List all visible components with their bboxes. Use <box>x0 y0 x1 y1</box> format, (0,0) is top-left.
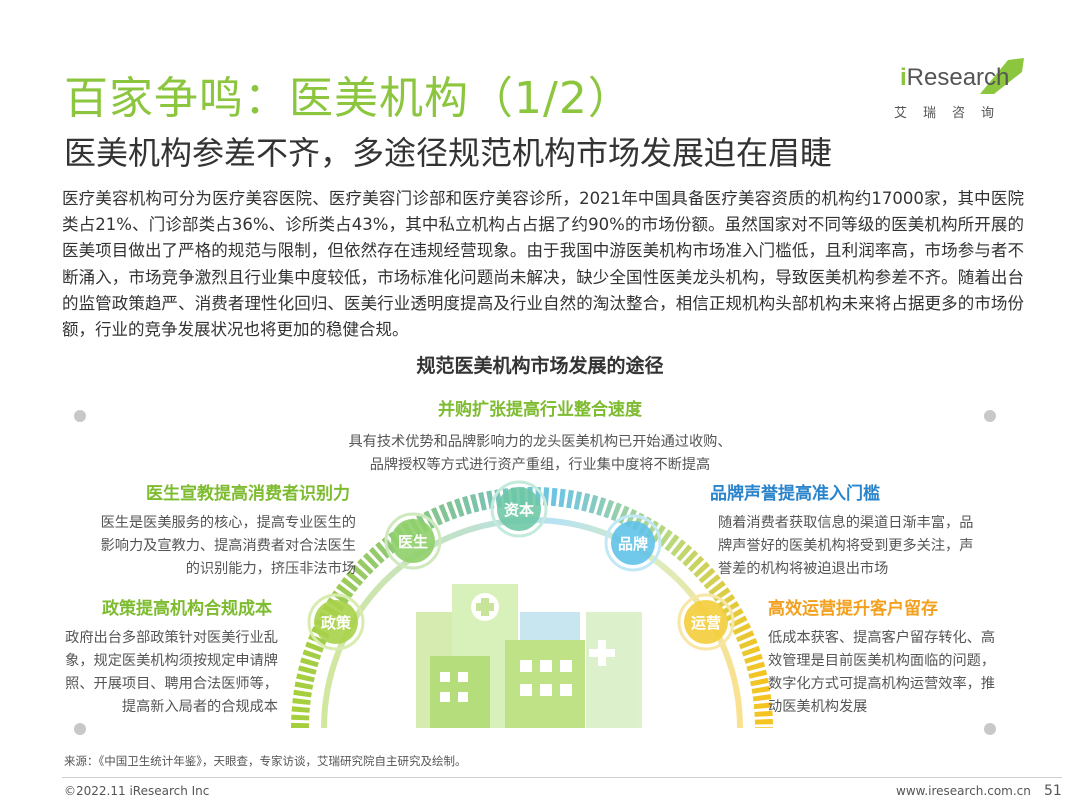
capital-node-label: 资本 <box>503 501 534 519</box>
brand-block-desc-line1: 随着消费者获取信息的渠道日渐丰富，品 <box>718 515 974 531</box>
logo-brand: iResearch <box>900 64 1009 92</box>
doctor-block-desc-line2: 影响力及宣教力、提高消费者对合法医生 <box>100 538 356 554</box>
logo-brand-i: i <box>900 64 907 91</box>
arch-diagram <box>74 410 996 735</box>
doctor-block-desc-line3: 的识别能力，挤压非法市场 <box>185 561 356 577</box>
bottom-divider-line <box>74 723 996 735</box>
doctor-node-label: 医生 <box>397 533 428 551</box>
doctor-block-title: 医生宣教提高消费者识别力 <box>146 484 350 504</box>
operation-block-title: 高效运营提升客户留存 <box>768 599 938 619</box>
top-block-title: 并购扩张提高行业整合速度 <box>438 400 642 420</box>
brand-block-desc-line3: 誉差的机构将被迫退出市场 <box>718 561 889 577</box>
top-block-desc-line2: 品牌授权等方式进行资产重组，行业集中度将不断提高 <box>369 457 711 473</box>
brand-block-title: 品牌声誉提高准入门槛 <box>710 484 880 504</box>
logo-swoosh-icon <box>980 58 1024 94</box>
policy-block-desc-line4: 提高新入局者的合规成本 <box>121 699 278 715</box>
website-link[interactable]: www.iresearch.com.cn <box>896 784 1031 798</box>
iresearch-logo: iResearch 艾瑞咨询 <box>894 58 1024 122</box>
top-divider-line <box>74 410 996 422</box>
operation-node-label: 运营 <box>690 614 721 632</box>
top-block-desc-line1: 具有技术优势和品牌影响力的龙头医美机构已开始通过收购、 <box>348 434 732 450</box>
logo-brand-rest: Research <box>906 64 1010 91</box>
operation-block-desc-line4: 动医美机构发展 <box>768 699 868 715</box>
operation-block-desc-line3: 数字化方式可提高机构运营效率，推 <box>768 676 996 692</box>
hospital-buildings-icon <box>416 584 642 728</box>
page-number: 51 <box>1044 783 1062 799</box>
diagram-title: 规范医美机构市场发展的途径 <box>416 355 664 377</box>
operation-block-desc-line1: 低成本获客、提高客户留存转化、高 <box>768 630 996 646</box>
brand-block-desc-line2: 牌声誉好的医美机构将受到更多关注，声 <box>718 538 974 554</box>
brand-node <box>604 514 662 572</box>
page-title: 百家争鸣：医美机构（1/2） <box>64 73 633 124</box>
policy-block-desc-line2: 象，规定医美机构须按规定申请牌 <box>65 653 278 669</box>
capital-node <box>490 480 548 538</box>
doctor-node <box>384 512 442 570</box>
policy-block-title: 政策提高机构合规成本 <box>102 599 272 619</box>
body-paragraph: 医疗美容机构可分为医疗美容医院、医疗美容门诊部和医疗美容诊所，2021年中国具备… <box>62 189 1024 340</box>
policy-block-desc-line1: 政府出台多部政策针对医美行业乱 <box>65 630 278 646</box>
policy-node <box>307 593 365 651</box>
brand-node-label: 品牌 <box>617 535 648 553</box>
operation-block-desc-line2: 效管理是目前医美机构面临的问题， <box>768 653 996 669</box>
operation-node <box>677 593 735 651</box>
doctor-block-desc-line1: 医生是医美服务的核心，提高专业医生的 <box>100 515 356 531</box>
copyright: ©2022.11 iResearch Inc <box>64 784 210 798</box>
policy-node-label: 政策 <box>320 614 351 632</box>
footer-divider <box>62 777 1062 778</box>
logo-chinese: 艾瑞咨询 <box>894 106 1011 121</box>
policy-block-desc-line3: 照、开展项目、聘用合法医师等， <box>65 676 278 692</box>
page-subtitle: 医美机构参差不齐，多途径规范机构市场发展迫在眉睫 <box>64 134 833 172</box>
source-note: 来源：《中国卫生统计年鉴》，天眼查，专家访谈，艾瑞研究院自主研究及绘制。 <box>64 754 467 768</box>
